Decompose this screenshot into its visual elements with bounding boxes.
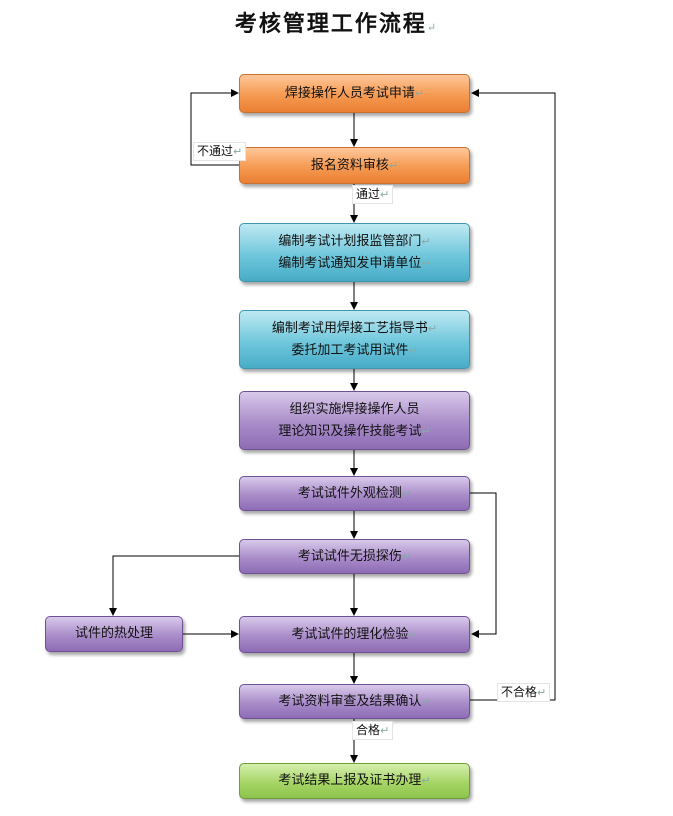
node-heat-treatment: 试件的热处理 [45, 616, 183, 652]
edge-label-fail-review: 不通过↵ [193, 142, 247, 161]
node-ndt: 考试试件无损探伤↵ [239, 539, 470, 574]
node-review: 报名资料审核↵ [239, 147, 470, 184]
page-title: 考核管理工作流程↵ [234, 11, 439, 37]
node-visual: 考试试件外观检测↵ [239, 476, 470, 511]
node-organize: 组织实施焊接操作人员 理论知识及操作技能考试↵ [239, 391, 470, 450]
node-apply: 焊接操作人员考试申请↵ [239, 74, 470, 113]
node-report: 考试结果上报及证书办理↵ [239, 763, 470, 799]
edge-label-fail-result: 不合格↵ [497, 683, 551, 702]
arrow-review-fail-loop [190, 89, 239, 166]
node-confirm: 考试资料审查及结果确认↵ [239, 684, 470, 719]
arrow-ndt-to-heat [109, 555, 239, 616]
arrow-confirm-fail-loop [470, 89, 556, 701]
node-plan: 编制考试计划报监管部门↵ 编制考试通知发申请单位↵ [239, 223, 470, 282]
arrow-visual-to-mech [470, 492, 497, 638]
node-mech-test: 考试试件的理化检验↵ [239, 616, 470, 653]
edge-label-pass-result: 合格↵ [352, 721, 394, 740]
node-spec: 编制考试用焊接工艺指导书↵ 委托加工考试用试件↵ [239, 310, 470, 369]
edge-label-pass-review: 通过↵ [352, 185, 394, 204]
